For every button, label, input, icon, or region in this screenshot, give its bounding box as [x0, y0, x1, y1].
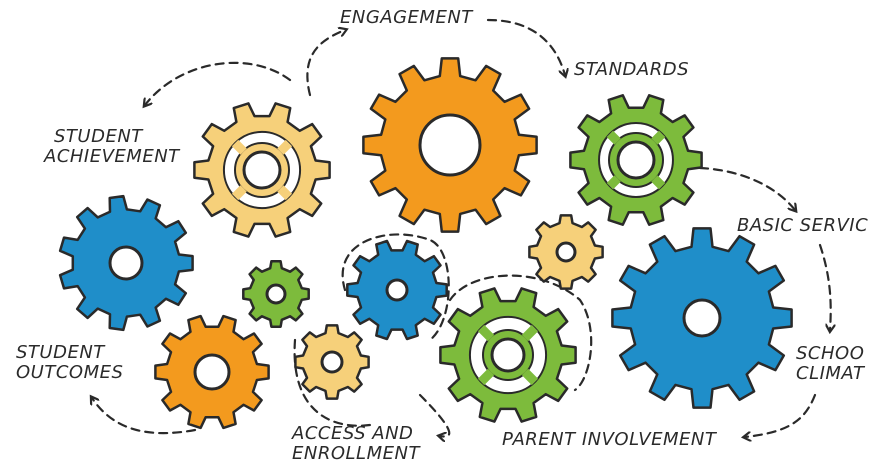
- gear-spoke: [521, 368, 539, 386]
- label-school-climate: SCHOO CLIMAT: [796, 343, 865, 384]
- gear-spoke: [277, 139, 293, 155]
- label-parent-involvement: PARENT INVOLVEMENT: [502, 429, 717, 450]
- arrow-school-to-parent: [745, 393, 817, 437]
- gear-axle-hole: [108, 245, 144, 281]
- gear-orange-bottom: [154, 314, 270, 430]
- gear-blue-left: [58, 194, 194, 332]
- gear-axle-hole: [490, 337, 526, 373]
- gear-axle-hole: [555, 241, 577, 263]
- arrow-to-student-achievement: [145, 61, 292, 105]
- gear-axle-hole: [320, 350, 344, 374]
- dashed-loop-center: [341, 233, 450, 342]
- arrow-basic-to-school: [818, 243, 831, 330]
- arrow-standards-to-basic: [698, 166, 795, 210]
- gear-yellow-top: [193, 102, 331, 238]
- gear-yellow-small-bottom: [294, 324, 370, 400]
- arrow-to-engagement: [306, 30, 345, 97]
- gear-spoke: [651, 130, 666, 145]
- label-standards: STANDARDS: [574, 59, 690, 80]
- gear-green-bottom: [439, 287, 577, 423]
- gear-green-top-right: [569, 94, 703, 226]
- gear-spoke: [606, 130, 621, 145]
- gear-axle-hole: [193, 353, 231, 391]
- dashed-loop-parent: [448, 274, 593, 392]
- gear-axle-hole: [418, 113, 482, 177]
- label-student-outcomes: STUDENT OUTCOMES: [16, 342, 124, 383]
- arrow-access-loop: [418, 393, 451, 437]
- gear-axle-hole: [242, 150, 282, 190]
- gear-spoke: [477, 324, 495, 342]
- gear-spoke: [606, 175, 621, 190]
- gear-spoke: [231, 139, 247, 155]
- gear-orange-large: [362, 57, 538, 233]
- gear-blue-center: [346, 239, 448, 341]
- label-student-achievement: STUDENT ACHIEVEMENT: [44, 126, 180, 167]
- arrow-to-student-outcomes: [92, 398, 197, 435]
- gear-axle-hole: [616, 140, 656, 180]
- gear-yellow-small-right: [528, 214, 604, 290]
- gear-spoke: [521, 324, 539, 342]
- gear-spoke: [477, 368, 495, 386]
- label-basic-services: BASIC SERVIC: [737, 215, 869, 236]
- gear-axle-hole: [385, 278, 409, 302]
- arrow-engagement-to-standards: [486, 18, 565, 75]
- gear-axle-hole: [265, 283, 287, 305]
- label-access-enrollment: ACCESS AND ENROLLMENT: [292, 423, 420, 464]
- gear-spoke: [277, 185, 293, 201]
- gear-blue-right-large: [611, 227, 793, 409]
- gear-spoke: [231, 185, 247, 201]
- label-engagement: ENGAGEMENT: [340, 7, 473, 28]
- gear-spoke: [651, 175, 666, 190]
- gear-green-small: [242, 260, 310, 328]
- gear-axle-hole: [682, 298, 722, 338]
- gears-group: [58, 57, 793, 430]
